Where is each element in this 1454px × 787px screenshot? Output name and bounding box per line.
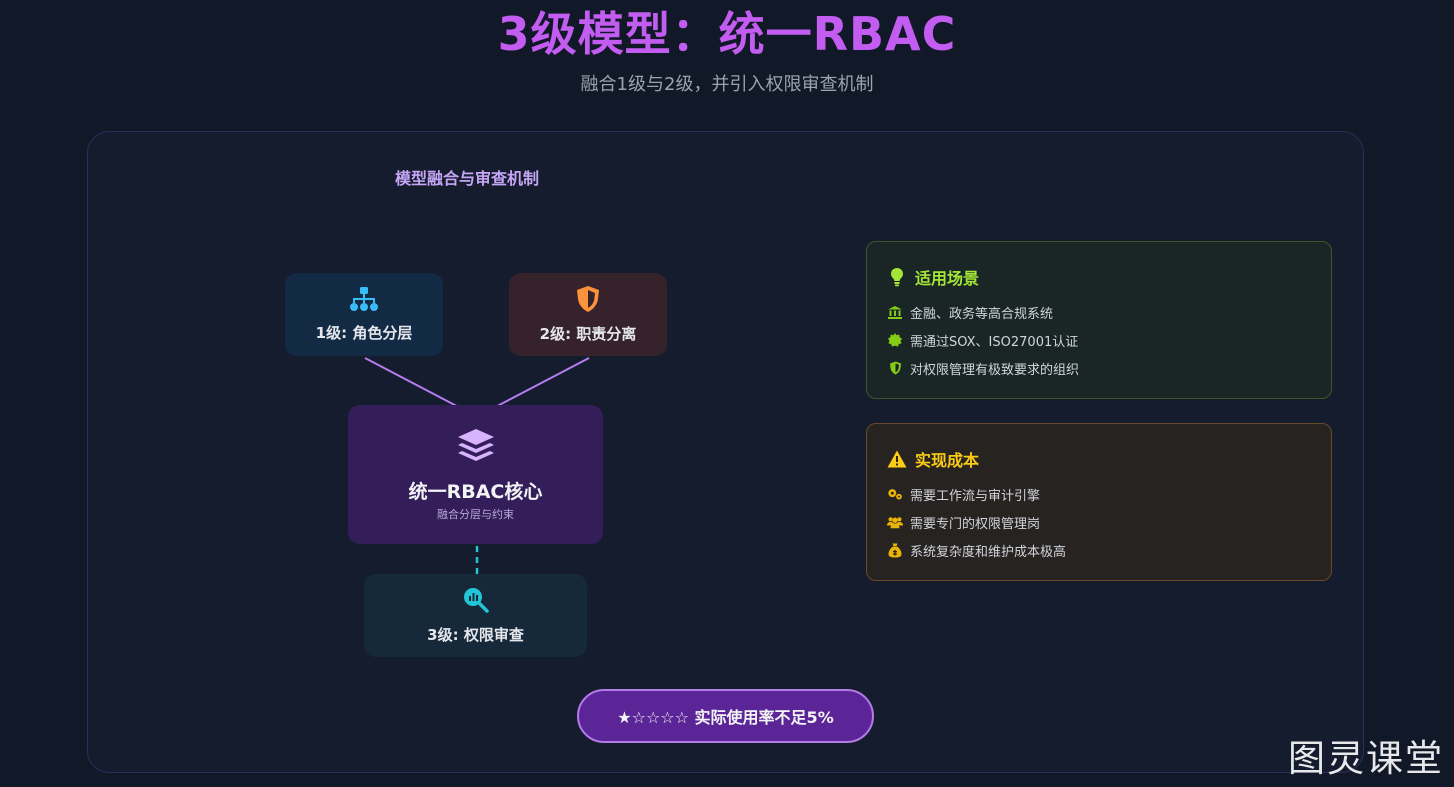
node-level3-permission-review: 3级: 权限审查 xyxy=(364,574,587,657)
lightbulb-icon xyxy=(887,267,907,287)
page-subtitle: 融合1级与2级，并引入权限审查机制 xyxy=(580,74,874,95)
node-level3-label: 3级: 权限审查 xyxy=(427,626,524,644)
merge-arrow-right xyxy=(483,357,590,414)
cost-item-text: 需要专门的权限管理岗 xyxy=(910,516,1041,532)
certificate-icon xyxy=(887,332,903,348)
cost-item-text: 需要工作流与审计引擎 xyxy=(910,488,1041,504)
node-unified-rbac-core: 统一RBAC核心 融合分层与约束 xyxy=(348,405,603,544)
cost-item-text: 系统复杂度和维护成本极高 xyxy=(910,544,1067,560)
shield-icon xyxy=(575,285,601,317)
list-item: 系统复杂度和维护成本极高 xyxy=(887,536,1311,564)
sitemap-icon xyxy=(349,286,379,316)
node-level1-label: 1级: 角色分层 xyxy=(315,324,413,342)
warning-icon xyxy=(887,449,907,469)
list-item: 需要专门的权限管理岗 xyxy=(887,508,1311,536)
list-item: 对权限管理有极致要求的组织 xyxy=(887,354,1311,382)
diagram-heading: 模型融合与审查机制 xyxy=(395,169,540,188)
merge-arrow-left xyxy=(364,357,471,414)
gears-icon xyxy=(887,486,903,502)
watermark: 图灵课堂 xyxy=(1288,737,1444,780)
usage-scenarios-card: 适用场景 金融、政务等高合规系统 需通过SOX、ISO27001认证 xyxy=(866,241,1332,399)
usage-rate-badge: ★☆☆☆☆ 实际使用率不足5% xyxy=(577,689,874,743)
shield-check-icon xyxy=(887,360,903,376)
list-item: 需通过SOX、ISO27001认证 xyxy=(887,326,1311,354)
node-level2-label: 2级: 职责分离 xyxy=(539,325,637,343)
layers-icon xyxy=(456,427,496,469)
usage-item-text: 金融、政务等高合规系统 xyxy=(910,306,1054,322)
node-core-label: 统一RBAC核心 xyxy=(408,481,543,503)
usage-item-text: 需通过SOX、ISO27001认证 xyxy=(910,334,1079,350)
list-item: 需要工作流与审计引擎 xyxy=(887,480,1311,508)
users-icon xyxy=(887,514,903,530)
search-chart-icon xyxy=(462,586,490,618)
node-level2-separation-of-duties: 2级: 职责分离 xyxy=(509,273,667,356)
implementation-cost-card: 实现成本 需要工作流与审计引擎 xyxy=(866,423,1332,581)
cost-card-title: 实现成本 xyxy=(915,451,980,470)
node-level1-role-hierarchy: 1级: 角色分层 xyxy=(285,273,443,356)
node-core-sublabel: 融合分层与约束 xyxy=(437,508,514,521)
usage-item-text: 对权限管理有极致要求的组织 xyxy=(910,362,1080,378)
list-item: 金融、政务等高合规系统 xyxy=(887,298,1311,326)
money-bag-icon xyxy=(887,542,903,558)
page-title: 3级模型：统一RBAC xyxy=(497,7,957,61)
bank-icon xyxy=(887,304,903,320)
usage-card-title: 适用场景 xyxy=(915,269,980,288)
